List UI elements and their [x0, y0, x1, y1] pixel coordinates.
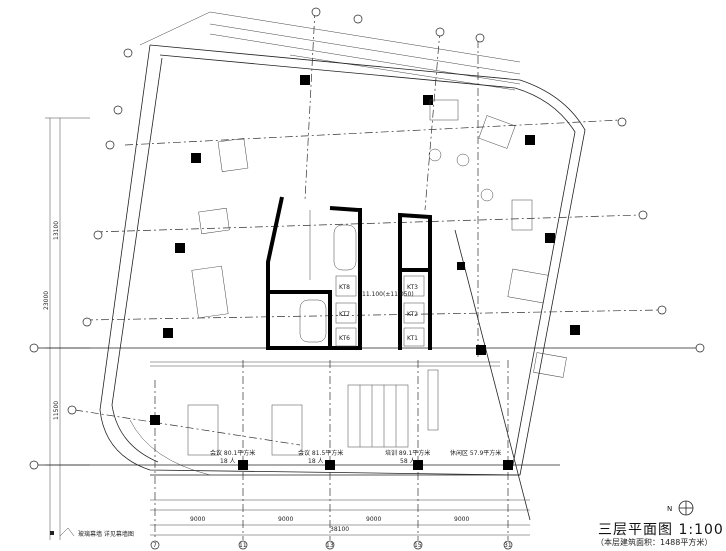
- room-capacity: 18 人: [220, 458, 236, 465]
- elevator-label: KT1: [407, 335, 418, 342]
- grid-label: 13: [326, 542, 334, 549]
- grid-label: 11: [239, 542, 247, 549]
- dim-bay: 9000: [454, 516, 469, 523]
- dim-bay: 9000: [278, 516, 293, 523]
- top-dimension-lines: [139, 11, 521, 91]
- elevator-label: KT8: [339, 284, 350, 291]
- elevator-label: KT6: [339, 335, 350, 342]
- bottom-dimensions: 9000 9000 9000 9000 38100: [150, 499, 530, 536]
- north-label: N: [667, 505, 672, 513]
- left-dimension-lines: 23000 13100 11500: [43, 117, 90, 540]
- core-walls: [266, 196, 432, 350]
- dim-left-upper: 13100: [53, 221, 60, 240]
- drawing-scale: 1:100: [678, 522, 724, 538]
- room-area-label: 会议 81.5平方米: [298, 449, 343, 457]
- elevator-label: KT7: [339, 311, 350, 318]
- dim-bay: 9000: [190, 516, 205, 523]
- room-capacity: 18 人: [308, 458, 324, 465]
- room-area-label: 休闲区 57.9平方米: [450, 449, 501, 457]
- elevator-label: KT2: [407, 311, 418, 318]
- grid-label: 31: [504, 542, 512, 549]
- drawing-title: 三层平面图 1:100: [598, 519, 724, 539]
- elevator-label: KT3: [407, 284, 418, 291]
- elevation-mark: 11.100(±11.050): [362, 291, 414, 298]
- grid-bubbles: 7 11 13 15 31: [29, 7, 705, 550]
- north-arrow-icon: N: [667, 500, 694, 516]
- room-labels: 会议 80.1平方米 18 人 会议 81.5平方米 18 人 培训 89.1平…: [210, 449, 501, 465]
- dim-total: 38100: [330, 526, 349, 533]
- grid-label: 15: [414, 542, 422, 549]
- title-text: 三层平面图: [598, 522, 673, 538]
- elevators: KT8 KT7 KT6 KT3 KT2 KT1 11.100(±11.050): [335, 275, 425, 347]
- room-area-label: 培训 89.1平方米: [385, 449, 430, 457]
- legend-note: 玻璃幕墙 详见幕墙图: [78, 530, 134, 538]
- furniture: [187, 99, 567, 456]
- building-outline: [99, 44, 586, 476]
- dim-left-lower: 11500: [53, 401, 60, 420]
- room-capacity: 58 人: [400, 458, 416, 465]
- grid-lines: [35, 9, 700, 540]
- area-note: （本层建筑面积：1488平方米）: [596, 538, 713, 547]
- legend: 玻璃幕墙 详见幕墙图: [50, 527, 134, 538]
- structural-columns: [150, 75, 580, 470]
- dim-left-total: 23000: [43, 291, 50, 310]
- room-area-label: 会议 80.1平方米: [210, 449, 255, 457]
- dim-bay: 9000: [366, 516, 381, 523]
- grid-label: 7: [153, 542, 157, 549]
